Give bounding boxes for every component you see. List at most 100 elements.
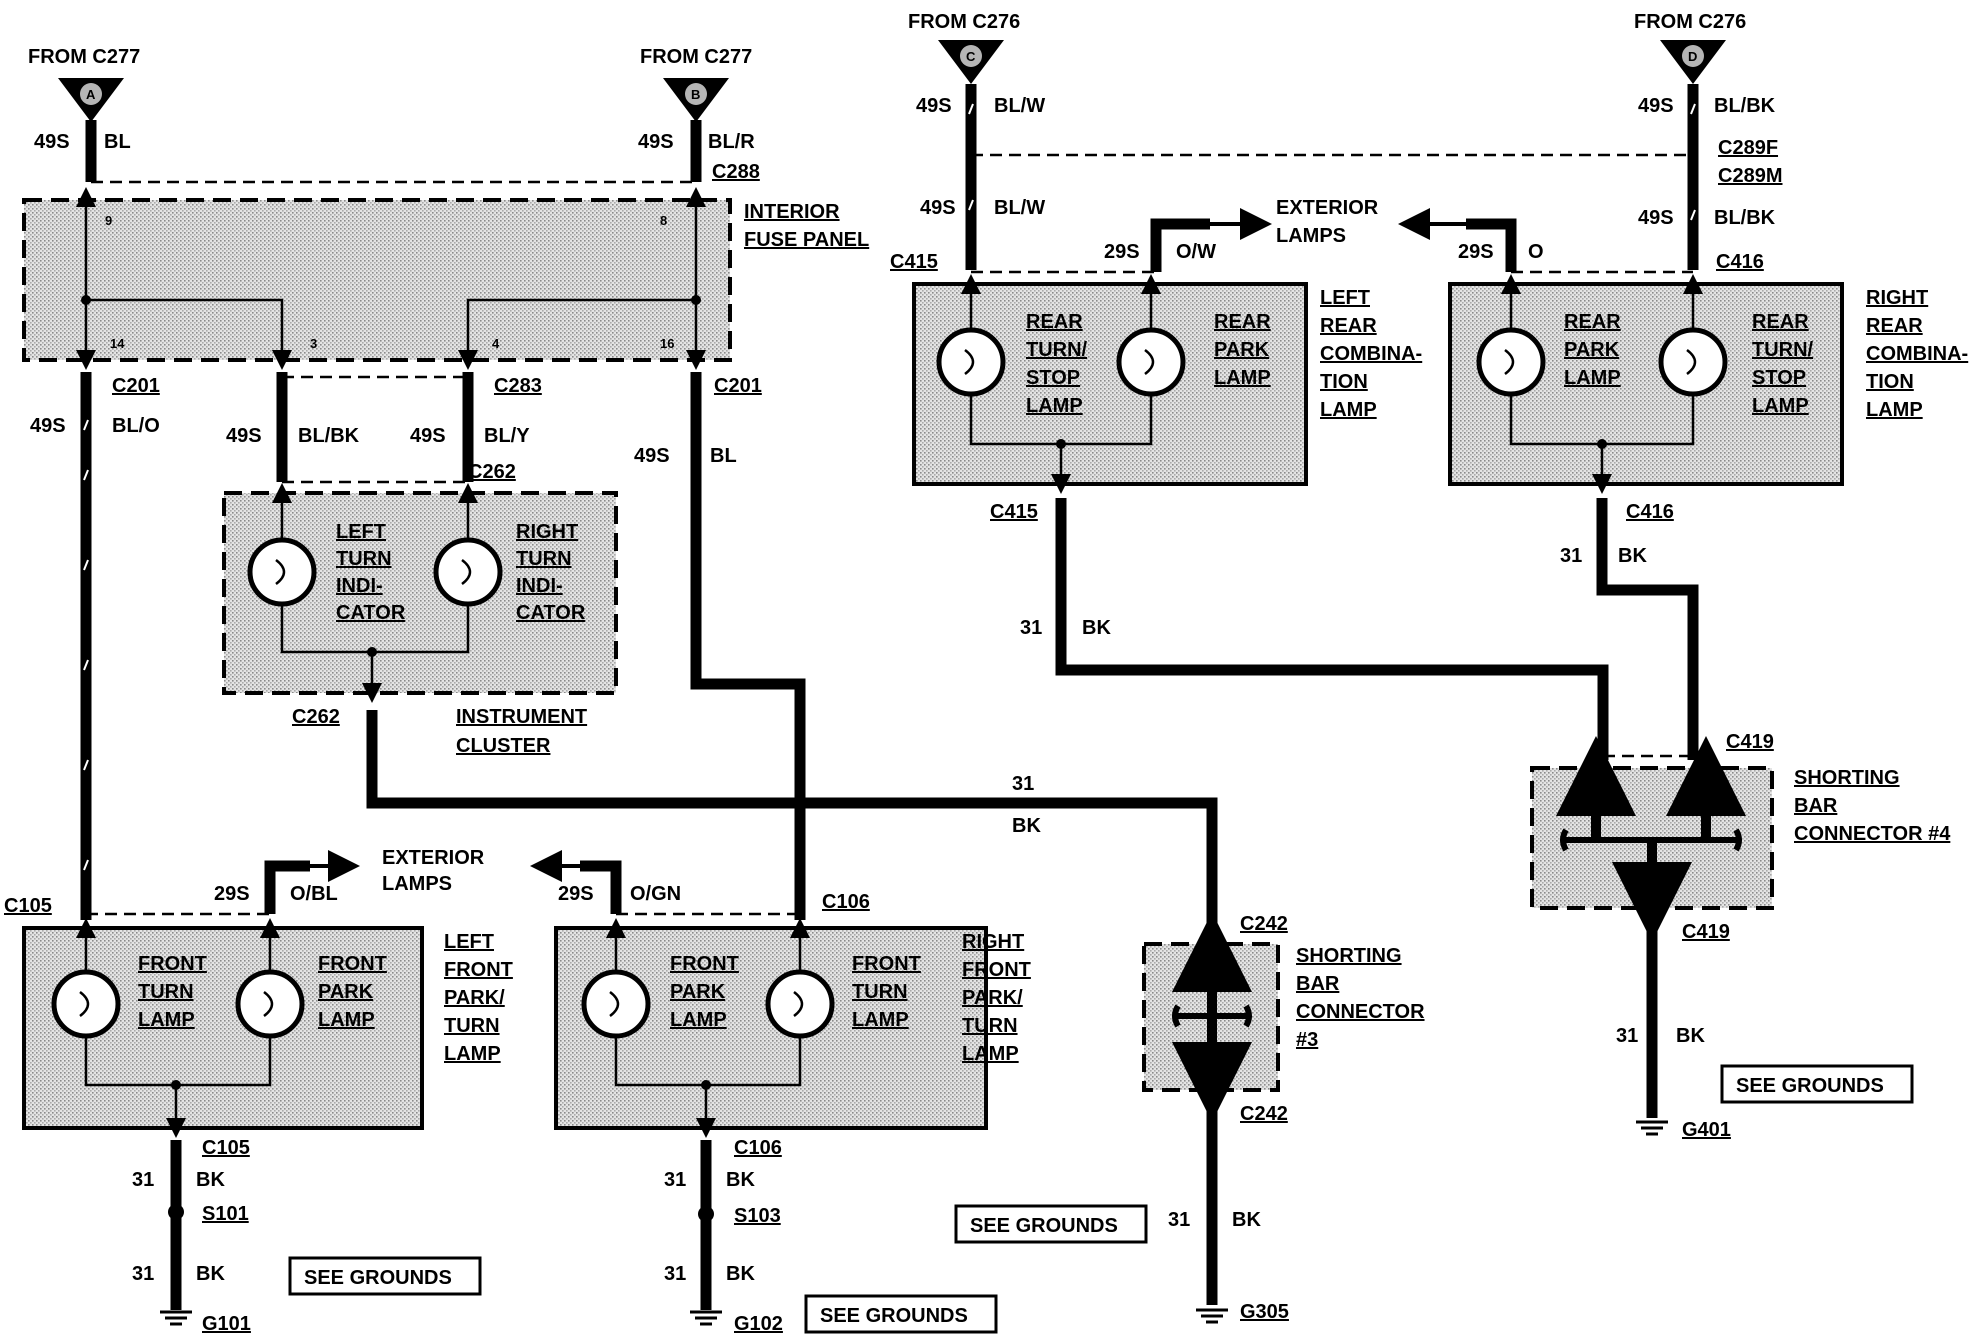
- left-front-lamp: C105 29S O/BL FRONT TURN LAMP FRONT PARK…: [4, 850, 513, 1138]
- lf-title-4: TURN: [444, 1015, 500, 1037]
- ground-g305-icon: [1196, 1308, 1228, 1324]
- input-d-circuit: 49S: [1638, 95, 1674, 117]
- sb3-title-4: #3: [1296, 1029, 1318, 1051]
- input-a: FROM C277 A 49S BL: [28, 46, 140, 153]
- connector-c415: C415: [890, 251, 938, 273]
- rr-wire-circuit: 49S: [1638, 207, 1674, 229]
- input-a-letter: A: [86, 87, 96, 102]
- sb3-title-2: BAR: [1296, 973, 1340, 995]
- lf-lamp2-1: FRONT: [318, 953, 387, 975]
- connector-c288: C288: [712, 161, 760, 183]
- main-ground-color: BK: [1012, 815, 1041, 837]
- connector-c419-top: C419: [1726, 731, 1774, 753]
- exterior-lamps-front-1: EXTERIOR: [382, 847, 485, 869]
- rf-lamp2-1: FRONT: [852, 953, 921, 975]
- wire-bl-y-circuit: 49S: [410, 425, 446, 447]
- connector-c262-bottom: C262: [292, 706, 340, 728]
- ground-g101: G101: [202, 1313, 251, 1335]
- see-grounds-2[interactable]: SEE GROUNDS: [804, 1294, 998, 1334]
- rr-lamp2-4: LAMP: [1752, 395, 1809, 417]
- rf-lamp2-3: LAMP: [852, 1009, 909, 1031]
- rr-color: BK: [1618, 545, 1647, 567]
- interior-fuse-panel: 9 8 14 3 4 16 INTERIOR FUSE PANEL: [22, 187, 869, 370]
- front-turn-bulb-icon: [765, 969, 835, 1039]
- connector-c289f: C289F: [1718, 137, 1778, 159]
- connector-c242-top: C242: [1240, 913, 1288, 935]
- see-grounds-4-label: SEE GROUNDS: [1736, 1075, 1884, 1097]
- see-grounds-1[interactable]: SEE GROUNDS: [288, 1256, 482, 1296]
- input-d-letter: D: [1688, 49, 1697, 64]
- sb3-color: BK: [1232, 1209, 1261, 1231]
- sb4-title-2: BAR: [1794, 795, 1838, 817]
- lf-title-2: FRONT: [444, 959, 513, 981]
- front-park-bulb-icon: [235, 969, 305, 1039]
- connector-c283: C283: [494, 375, 542, 397]
- rf-lamp2-2: TURN: [852, 981, 908, 1003]
- rf-g-circuit-1: 31: [664, 1169, 686, 1191]
- front-turn-bulb-icon: [51, 969, 121, 1039]
- lr-circuit: 31: [1020, 617, 1042, 639]
- ground-g102-icon: [690, 1310, 722, 1326]
- cluster-left-3: INDI-: [336, 575, 383, 597]
- wire-bl-o-color: BL/O: [112, 415, 160, 437]
- see-grounds-1-label: SEE GROUNDS: [304, 1267, 452, 1289]
- cluster-left-4: CATOR: [336, 602, 406, 624]
- lr-lamp2-1: REAR: [1214, 311, 1271, 333]
- instrument-cluster: C262 LEFT TURN INDI- CATOR RIGHT TURN IN…: [222, 461, 618, 757]
- input-c-circuit: 49S: [916, 95, 952, 117]
- lf-g-color-1: BK: [196, 1169, 225, 1191]
- rr-lamp1-3: LAMP: [1564, 367, 1621, 389]
- rr-lamp2-1: REAR: [1752, 311, 1809, 333]
- input-b: FROM C277 B 49S BL/R C288: [638, 46, 760, 183]
- sb4-title-3: CONNECTOR #4: [1794, 823, 1951, 845]
- right-turn-indicator-bulb-icon: [433, 537, 503, 607]
- sb4-circuit: 31: [1616, 1025, 1638, 1047]
- rf-ext-color: O/GN: [630, 883, 681, 905]
- input-a-color: BL: [104, 131, 131, 153]
- left-turn-indicator-bulb-icon: [247, 537, 317, 607]
- input-d-color: BL/BK: [1714, 95, 1776, 117]
- lr-color: BK: [1082, 617, 1111, 639]
- rr-lamp2-3: STOP: [1752, 367, 1806, 389]
- rear-turn-stop-bulb-icon: [1658, 327, 1728, 397]
- rf-lamp1-1: FRONT: [670, 953, 739, 975]
- cluster-right-3: INDI-: [516, 575, 563, 597]
- ground-g401-icon: [1636, 1120, 1668, 1136]
- rear-turn-stop-bulb-icon: [936, 327, 1006, 397]
- exterior-lamps-rear-1: EXTERIOR: [1276, 197, 1379, 219]
- see-grounds-4[interactable]: SEE GROUNDS: [1720, 1064, 1914, 1104]
- sb3-title-1: SHORTING: [1296, 945, 1402, 967]
- wire-bl-y-color: BL/Y: [484, 425, 530, 447]
- rr-lamp1-1: REAR: [1564, 311, 1621, 333]
- lf-ext-color: O/BL: [290, 883, 338, 905]
- ground-g401: G401: [1682, 1119, 1731, 1141]
- fuse-panel-title-2: FUSE PANEL: [744, 229, 869, 251]
- exterior-lamps-rear-2: LAMPS: [1276, 225, 1346, 247]
- fuse-pin-9: 9: [105, 213, 112, 228]
- input-b-letter: B: [691, 87, 700, 102]
- connector-c262-top: C262: [468, 461, 516, 483]
- see-grounds-2-label: SEE GROUNDS: [820, 1305, 968, 1327]
- lr-title-1: LEFT: [1320, 287, 1370, 309]
- sb4-title-1: SHORTING: [1794, 767, 1900, 789]
- rf-title-3: PARK/: [962, 987, 1023, 1009]
- wire-bl-bk-color: BL/BK: [298, 425, 360, 447]
- ground-g102: G102: [734, 1313, 783, 1335]
- lf-lamp1-2: TURN: [138, 981, 194, 1003]
- see-grounds-3[interactable]: SEE GROUNDS: [954, 1204, 1148, 1244]
- connector-c242-bottom: C242: [1240, 1103, 1288, 1125]
- fuse-pin-8: 8: [660, 213, 667, 228]
- lf-lamp2-3: LAMP: [318, 1009, 375, 1031]
- wire-bl-color: BL: [710, 445, 737, 467]
- input-c-color: BL/W: [994, 95, 1045, 117]
- rf-lamp1-2: PARK: [670, 981, 726, 1003]
- rr-lamp1-2: PARK: [1564, 339, 1620, 361]
- lr-lamp1-3: STOP: [1026, 367, 1080, 389]
- sb4-color: BK: [1676, 1025, 1705, 1047]
- left-rear-lamp: C415 29S O/W REAR TURN/ STOP LAMP REAR P…: [890, 208, 1422, 494]
- rf-title-4: TURN: [962, 1015, 1018, 1037]
- cluster-left-1: LEFT: [336, 521, 386, 543]
- connector-c419-bottom: C419: [1682, 921, 1730, 943]
- ground-g305: G305: [1240, 1301, 1289, 1323]
- rf-title-2: FRONT: [962, 959, 1031, 981]
